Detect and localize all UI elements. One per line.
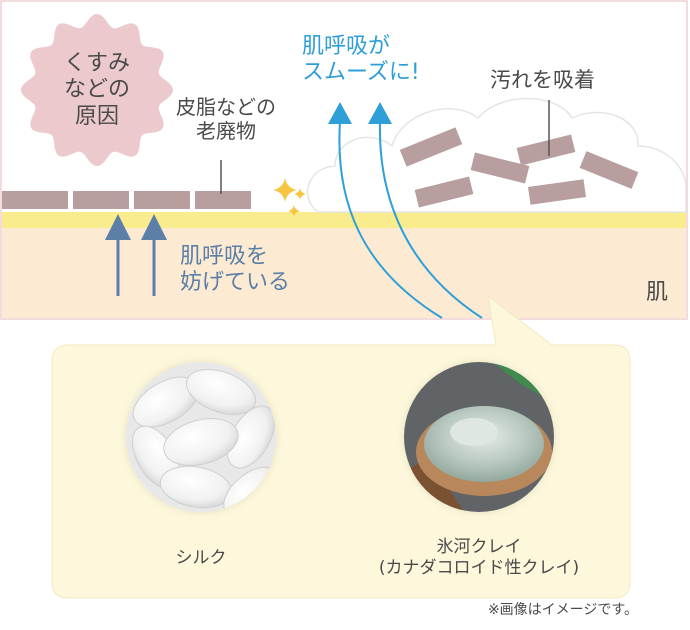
clay-name: 氷河クレイ (カナダコロイド性クレイ): [368, 537, 590, 580]
skin-label: 肌: [646, 280, 668, 306]
debris-tile: [73, 191, 129, 209]
sebum-label: 皮脂などの 老廃物: [166, 96, 286, 143]
adsorb-label: 汚れを吸着: [490, 68, 595, 93]
skin-surface-line: [2, 212, 686, 228]
blocked-line: 妨げている: [180, 270, 290, 296]
silk-image: [126, 362, 276, 512]
sebum-debris-row: [2, 191, 251, 209]
clay-name-line: (カナダコロイド性クレイ): [368, 558, 590, 579]
smooth-line: スムーズに!: [302, 60, 420, 86]
sebum-line: 皮脂などの: [166, 96, 286, 120]
clay-powder-spoon-photo: [404, 362, 554, 512]
silk-cocoons-photo: [126, 362, 276, 512]
silk-name: シルク: [126, 548, 276, 569]
sebum-line: 老廃物: [166, 120, 286, 144]
clay-image: [404, 362, 554, 512]
debris-tile: [134, 191, 190, 209]
blocked-line: 肌呼吸を: [180, 244, 290, 270]
badge-text: くすみ などの 原因: [49, 51, 145, 130]
blocked-label: 肌呼吸を 妨げている: [180, 244, 290, 296]
badge-line: などの: [49, 77, 145, 103]
image-disclaimer: ※画像はイメージです。: [488, 602, 638, 619]
smooth-line: 肌呼吸が: [302, 34, 420, 60]
debris-tile: [2, 191, 68, 209]
skin-layer: [2, 226, 686, 318]
clay-name-line: 氷河クレイ: [368, 537, 590, 558]
debris-tile: [195, 191, 251, 209]
smooth-label: 肌呼吸が スムーズに!: [302, 34, 420, 86]
badge-line: 原因: [49, 104, 145, 130]
badge-line: くすみ: [49, 51, 145, 77]
